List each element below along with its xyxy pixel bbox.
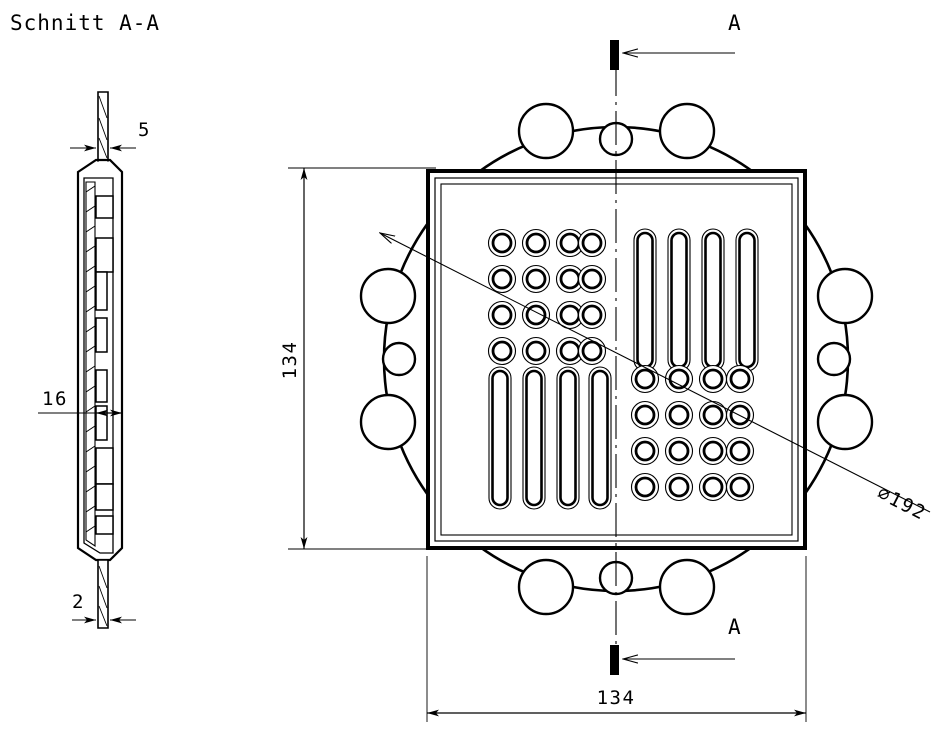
hole [577,228,607,258]
bolt-hole-large [517,558,575,616]
bolt-hole-small [381,341,417,377]
dimension-134-vertical-label: 134 [279,341,301,380]
hole [521,300,551,330]
hole [630,400,660,430]
bolt-hole-large [658,558,716,616]
slot [666,227,692,373]
hole [725,472,755,502]
slot [632,227,658,373]
hole [521,228,551,258]
hole [698,436,728,466]
slot [487,365,513,511]
hole [698,472,728,502]
hole [664,436,694,466]
section-marker-bottom: A [610,615,741,675]
section-label-bottom: A [728,615,741,639]
lower-tab [97,559,109,629]
hole [698,400,728,430]
section-label-top: A [728,11,741,35]
section-view: 5 16 2 [38,91,151,629]
hole [577,336,607,366]
dimension-5-label: 5 [138,119,151,141]
hole [487,336,517,366]
bolt-hole-large [816,267,874,325]
bolt-hole-large [359,267,417,325]
hole [698,364,728,394]
hole [725,364,755,394]
diameter-leader-line [380,233,931,513]
bolt-holes-large [359,102,874,616]
bolt-hole-large [517,102,575,160]
dimension-134-horizontal-label: 134 [597,687,636,709]
hole [664,364,694,394]
hole [577,264,607,294]
dimension-diameter-192-label: ⌀192 [874,482,930,525]
hole [630,472,660,502]
hole [487,228,517,258]
bolt-hole-large [816,393,874,451]
slot [587,365,613,511]
hole [664,472,694,502]
hole [521,336,551,366]
dimension-16: 16 [38,388,122,417]
hole [630,436,660,466]
dimension-16-label: 16 [42,388,68,410]
dimension-134-vertical: 134 [279,167,436,550]
hole [521,264,551,294]
dimension-134-horizontal: 134 [426,556,807,722]
hole [725,400,755,430]
dimension-2-label: 2 [72,591,85,613]
slot [700,227,726,373]
upper-tab [97,91,109,161]
section-cut-tick [610,40,619,70]
bolt-hole-small [816,341,852,377]
dimension-5: 5 [70,119,151,162]
slot [734,227,760,373]
slot [555,365,581,511]
section-cut-tick [610,645,619,675]
section-hatching [85,185,96,533]
slot [521,365,547,511]
hole [577,300,607,330]
hole [664,400,694,430]
section-internal-features [95,195,114,535]
hole [487,300,517,330]
hole [725,436,755,466]
bolt-hole-large [359,393,417,451]
bolt-hole-large [658,102,716,160]
plan-view: A A 134 134 ⌀192 [279,11,931,722]
hole [630,364,660,394]
dimension-2: 2 [72,591,136,624]
hole [487,264,517,294]
drawing-title: Schnitt A-A [10,11,160,35]
section-marker-top: A [610,11,741,70]
